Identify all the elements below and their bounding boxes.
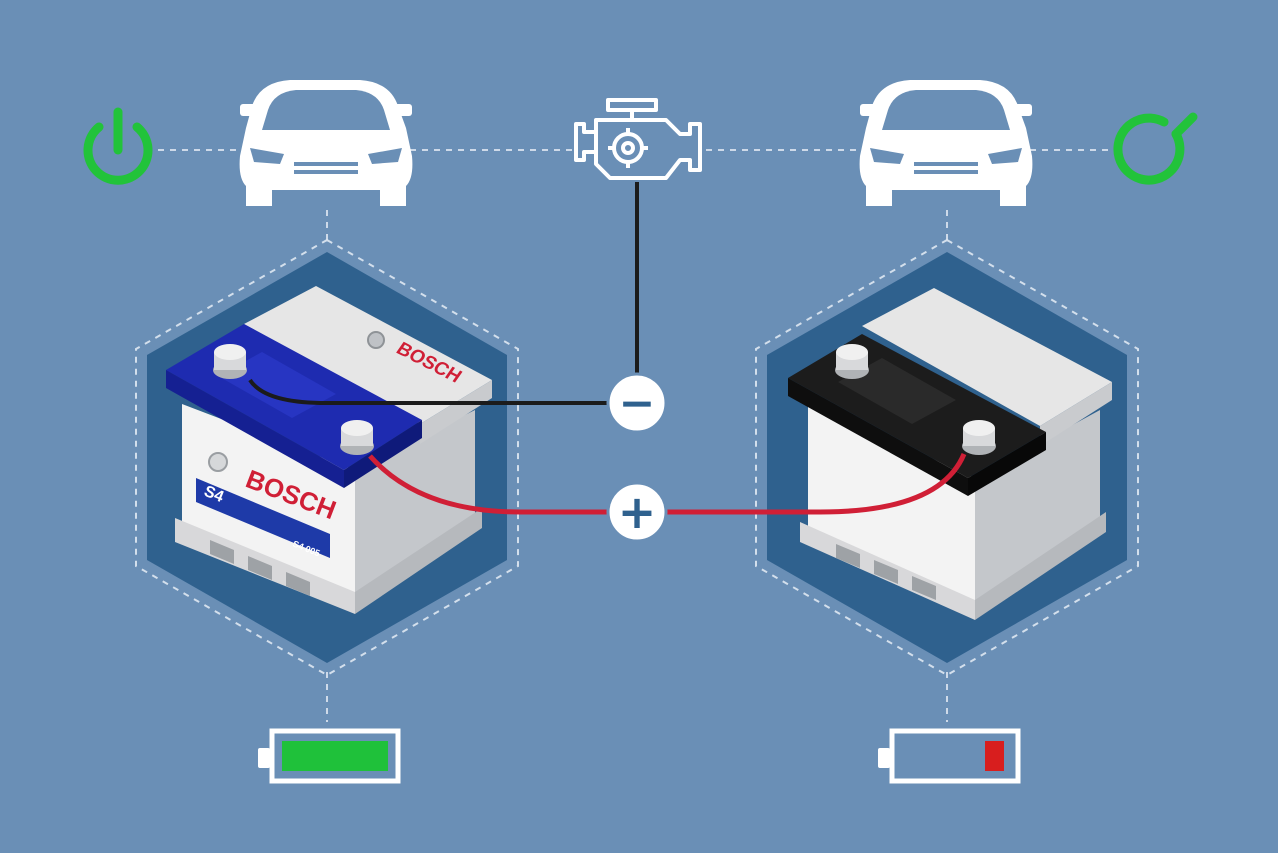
positive-jumper-cable — [664, 453, 967, 515]
dead-positive-terminal — [962, 420, 996, 455]
power-restart-icon — [1113, 112, 1198, 185]
low-charge-indicator — [878, 728, 1021, 784]
positive-symbol: + — [618, 485, 657, 539]
power-on-icon — [83, 107, 153, 185]
engine-check-icon — [574, 98, 702, 180]
dead-negative-terminal — [835, 344, 869, 379]
donor-negative-terminal — [213, 344, 247, 379]
battery-base-ribs — [210, 540, 310, 596]
battery-base-ribs — [836, 544, 936, 600]
car-front-icon — [239, 80, 413, 206]
positive-terminal-marker: + — [606, 481, 668, 543]
battery-level-fill — [282, 741, 388, 771]
battery-level-fill — [985, 741, 1004, 771]
full-charge-indicator — [258, 728, 401, 784]
negative-symbol: − — [619, 378, 656, 429]
negative-jumper-cable — [248, 378, 608, 405]
donor-positive-terminal — [340, 420, 374, 455]
negative-terminal-marker: − — [606, 372, 668, 434]
battery-model-badge: S4 — [202, 483, 227, 506]
car-front-icon — [859, 80, 1033, 206]
positive-jumper-cable — [368, 454, 610, 515]
dashed-connectors — [158, 149, 1124, 722]
